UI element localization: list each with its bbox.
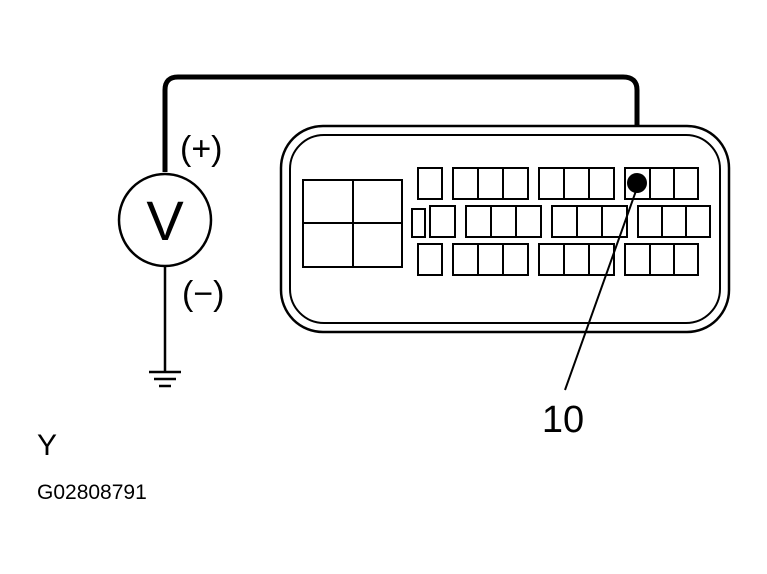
terminal-cavities xyxy=(411,167,711,276)
probe-contact-dot xyxy=(627,173,647,193)
voltmeter-symbol: V xyxy=(146,189,184,252)
negative-terminal-label: (−) xyxy=(182,275,225,313)
ground-icon xyxy=(149,370,181,388)
positive-test-lead xyxy=(162,74,640,182)
pin-callout-number: 10 xyxy=(542,399,584,441)
pin-callout-leader xyxy=(564,187,638,391)
voltmeter: V xyxy=(117,172,213,268)
positive-terminal-label: (+) xyxy=(180,130,223,168)
figure-code: G02808791 xyxy=(37,481,147,504)
connector-latch-block xyxy=(302,179,403,268)
view-letter: Y xyxy=(37,429,57,462)
